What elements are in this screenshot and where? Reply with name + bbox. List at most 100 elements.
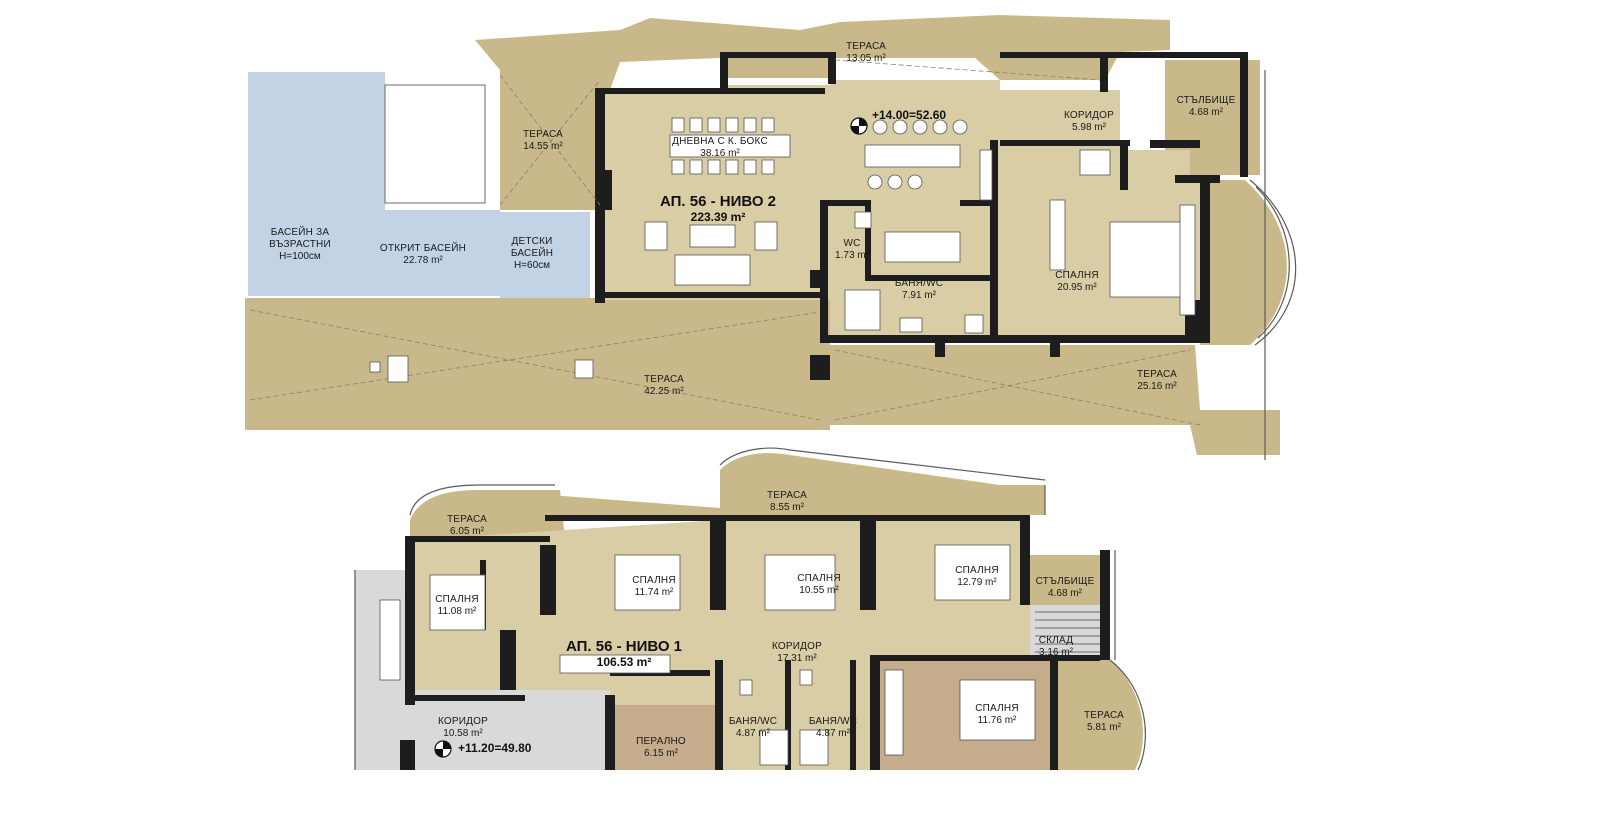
room-area: 13.05 m² — [846, 53, 886, 64]
room-name: ТЕРАСА — [766, 490, 808, 501]
label-bath-1: БАНЯ/WC 4.87 m² — [729, 716, 777, 740]
wall — [500, 630, 516, 690]
toilet — [964, 314, 984, 334]
room-name: ТЕРАСА — [1083, 710, 1125, 721]
room-area: 14.55 m² — [523, 141, 563, 152]
label-laundry: ПЕРАЛНО 6.15 m² — [636, 736, 686, 760]
label-corridor: КОРИДОР 5.98 m² — [1064, 110, 1114, 134]
lower-level-marker: +11.20=49.80 — [458, 741, 532, 755]
level-marker-icon-lower — [434, 740, 452, 758]
wall — [810, 270, 828, 288]
lower-terrace-c — [1055, 660, 1143, 770]
label-terrace-top: ТЕРАСА 13.05 m² — [846, 41, 886, 65]
wall — [1000, 52, 1110, 58]
room-name: КОРИДОР — [772, 641, 822, 652]
room-name: ПЕРАЛНО — [636, 736, 686, 747]
label-living: ДНЕВНА С К. БОКС 38.16 m² — [672, 136, 768, 160]
room-area: 11.74 m² — [634, 587, 674, 598]
wall — [1240, 52, 1248, 177]
room-name: СПАЛНЯ — [632, 575, 676, 586]
label-corridor-mid: КОРИДОР 17.31 m² — [772, 641, 822, 665]
wall — [1200, 175, 1210, 340]
room-name: БАСЕЙН ЗА — [270, 227, 330, 238]
wc-toilet — [854, 211, 872, 229]
room-area: 4.87 m² — [736, 728, 770, 739]
wall — [595, 88, 825, 94]
room-name: ТЕРАСА — [845, 41, 887, 52]
wall — [860, 515, 876, 610]
kitchen-island — [864, 144, 961, 168]
room-name: БАНЯ/WC — [808, 716, 858, 727]
wall — [825, 200, 870, 206]
wall — [850, 660, 856, 770]
bed-4 — [934, 544, 1011, 601]
room-area: 25.16 m² — [1137, 381, 1177, 392]
wall — [810, 355, 830, 380]
wall — [935, 335, 945, 357]
upper-plan-title: АП. 56 - НИВО 2 223.39 m² — [660, 193, 776, 224]
open-pool — [385, 210, 500, 296]
label-lower-stairs: СТЪЛБИЩЕ 4.68 m² — [1036, 576, 1095, 600]
kids-pool — [500, 212, 590, 298]
wall — [875, 655, 1100, 661]
wall — [710, 520, 726, 610]
room-name: БАНЯ/WC — [728, 716, 778, 727]
wall — [1100, 52, 1108, 92]
label-bed-2: СПАЛНЯ 11.74 m² — [632, 575, 676, 599]
room-name: ТЕРАСА — [446, 514, 488, 525]
room-name: СПАЛНЯ — [975, 703, 1019, 714]
skylight — [574, 359, 594, 379]
wall — [715, 515, 895, 521]
room-area: 10.58 m² — [443, 728, 483, 739]
lower-stairs — [1030, 555, 1110, 605]
wall — [1120, 140, 1128, 190]
room-name: БАНЯ/WC — [894, 278, 944, 289]
room-area: H=60см — [513, 260, 551, 271]
room-name: КОРИДОР — [1064, 110, 1114, 121]
armchair — [644, 221, 668, 251]
label-bed-3: СПАЛНЯ 10.55 m² — [797, 573, 841, 597]
sofa — [674, 254, 751, 286]
wall — [1050, 655, 1058, 770]
laundry-room — [610, 705, 715, 770]
wardrobe — [1049, 199, 1066, 271]
room-area: 5.81 m² — [1087, 722, 1121, 733]
bar-stools — [867, 119, 968, 190]
lower-terrace-b — [720, 453, 1045, 515]
bed-2 — [614, 554, 681, 611]
plan-total-area: 223.39 m² — [690, 210, 746, 224]
room-name: СПАЛНЯ — [955, 565, 999, 576]
wardrobe — [379, 599, 401, 681]
room-name: СПАЛНЯ — [797, 573, 841, 584]
wall — [405, 536, 550, 542]
kitchen-counter — [979, 149, 993, 201]
wall — [715, 660, 723, 770]
wall — [1100, 550, 1110, 660]
room-name-line2: ВЪЗРАСТНИ — [269, 239, 331, 250]
room-name: СПАЛНЯ — [1055, 270, 1099, 281]
label-kids-pool: ДЕТСКИ БАСЕЙН H=60см — [511, 236, 553, 272]
room-name: ОТКРИТ БАСЕЙН — [379, 243, 467, 254]
wall — [785, 660, 791, 770]
room-area: 4.68 m² — [1048, 588, 1082, 599]
pool-island — [390, 90, 480, 198]
room-area: H=100см — [279, 251, 321, 262]
room-area: 1.73 m² — [835, 250, 869, 261]
label-terrace-left: ТЕРАСА 14.55 m² — [523, 129, 563, 153]
stair-treads — [1035, 611, 1100, 653]
room-area: 17.31 m² — [777, 653, 817, 664]
wall — [405, 695, 525, 701]
room-name: ТЕРАСА — [1136, 369, 1178, 380]
label-lower-terrace-a: ТЕРАСА 6.05 m² — [447, 514, 487, 538]
wall — [1150, 140, 1200, 148]
room-area: 22.78 m² — [403, 255, 443, 266]
room-area: 7.91 m² — [902, 290, 936, 301]
room-name: ДНЕВНА С К. БОКС — [672, 136, 768, 147]
label-adult-pool: БАСЕЙН ЗА ВЪЗРАСТНИ H=100см — [269, 227, 331, 263]
shower — [759, 729, 789, 766]
room-area: 20.95 m² — [1057, 282, 1097, 293]
wall — [895, 515, 1025, 521]
toilet — [799, 669, 813, 686]
label-bath: БАНЯ/WC 7.91 m² — [895, 278, 943, 302]
